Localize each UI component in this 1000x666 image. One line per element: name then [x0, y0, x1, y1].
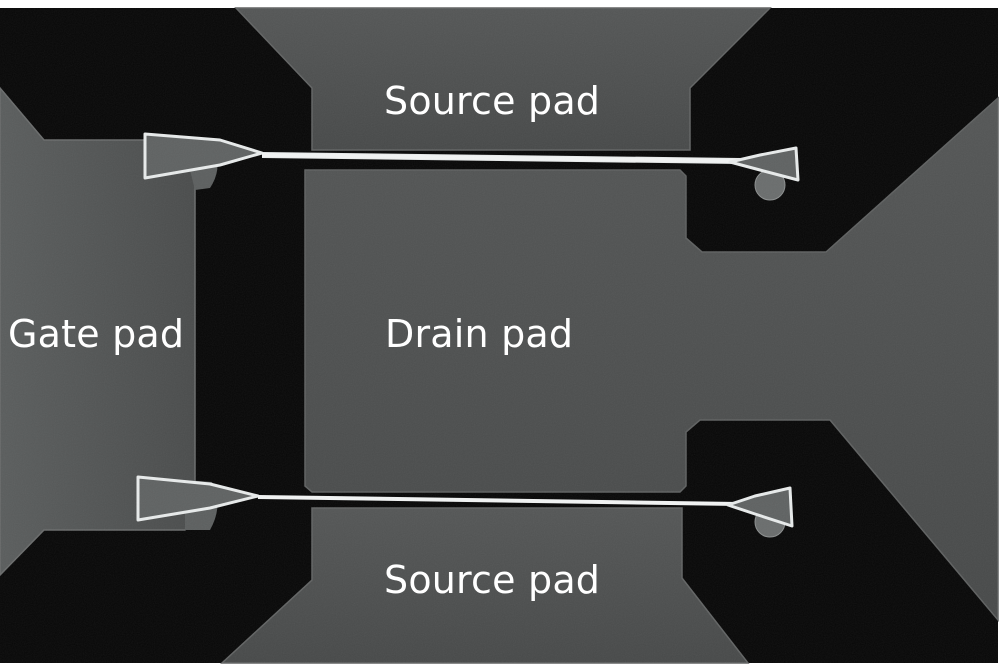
source-pad-top-label: Source pad	[384, 79, 601, 123]
gate-pad-label: Gate pad	[8, 312, 185, 356]
grain-overlay	[0, 8, 998, 663]
drain-pad-label: Drain pad	[385, 312, 574, 356]
source-pad-bottom-label: Source pad	[384, 558, 601, 602]
